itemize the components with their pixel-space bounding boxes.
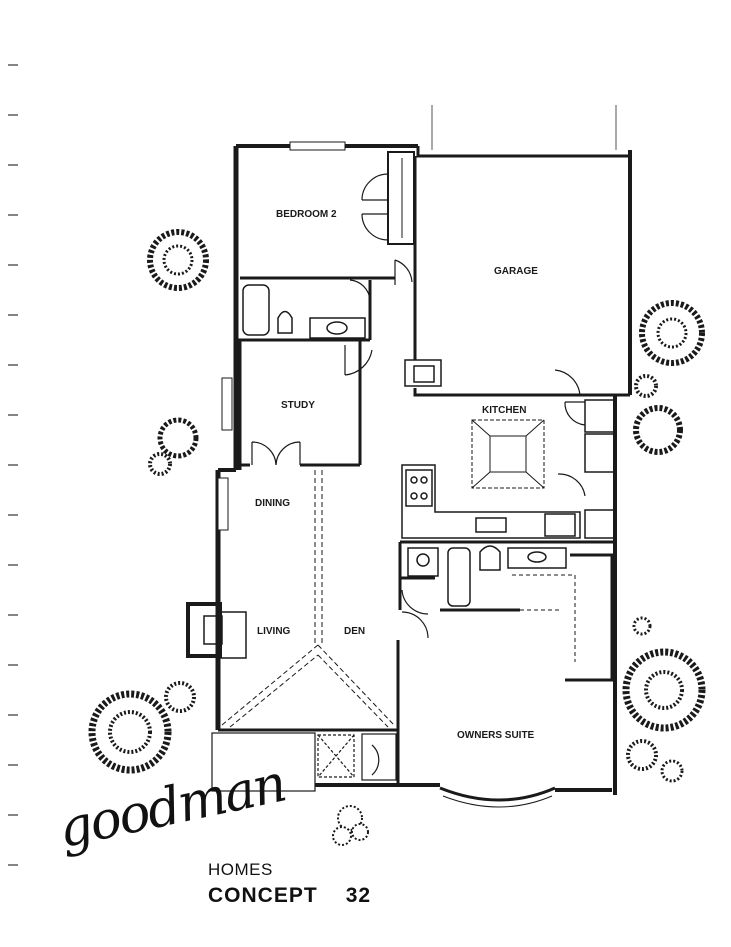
sink-icon (309, 317, 366, 339)
utility-closets (404, 359, 616, 539)
ceiling-lines (221, 470, 395, 728)
shrub-icon (332, 805, 369, 846)
toilet-icon (277, 310, 293, 334)
room-label-garage: GARAGE (494, 266, 538, 277)
room-label-owners-suite: OWNERS SUITE (457, 730, 535, 741)
bath-fixtures (242, 284, 567, 607)
kitchen-island (471, 419, 545, 489)
shrub-icon (632, 616, 652, 636)
door-swing-icon (251, 173, 586, 639)
shrub-icon (660, 759, 684, 783)
shrub-icon (626, 739, 658, 771)
shrub-icon (157, 417, 199, 459)
room-label-study: STUDY (281, 400, 315, 411)
room-label-bedroom2: BEDROOM 2 (276, 209, 337, 220)
walk-in-closet (512, 574, 576, 662)
interior-walls (236, 156, 630, 730)
shrub-icon (164, 681, 196, 713)
bathtub-icon (447, 547, 471, 607)
model-number: 32 (345, 884, 372, 907)
toilet-icon (479, 545, 501, 571)
model-title: CONCEPT 32 (208, 884, 371, 908)
range-icon (405, 469, 433, 507)
driveway (431, 105, 617, 150)
room-label-living: LIVING (257, 626, 291, 637)
bathtub-icon (242, 284, 270, 336)
room-label-den: DEN (344, 626, 365, 637)
entry-porch (211, 732, 397, 792)
shrub-icon (148, 452, 172, 476)
windows (217, 141, 346, 531)
landscaping (88, 229, 706, 846)
room-label-kitchen: KITCHEN (482, 405, 526, 416)
shrub-icon (634, 374, 658, 398)
closet (387, 151, 415, 245)
brand-subtitle: HOMES (208, 860, 273, 879)
fireplace-icon (186, 602, 247, 659)
model-label: CONCEPT (208, 884, 318, 907)
kitchen-counter (401, 464, 581, 539)
room-label-dining: DINING (255, 498, 290, 509)
shrub-icon (633, 405, 683, 455)
margin-ticks (8, 64, 18, 866)
bay-window (439, 786, 556, 802)
sink-icon (475, 517, 507, 533)
sink-icon (507, 547, 567, 569)
